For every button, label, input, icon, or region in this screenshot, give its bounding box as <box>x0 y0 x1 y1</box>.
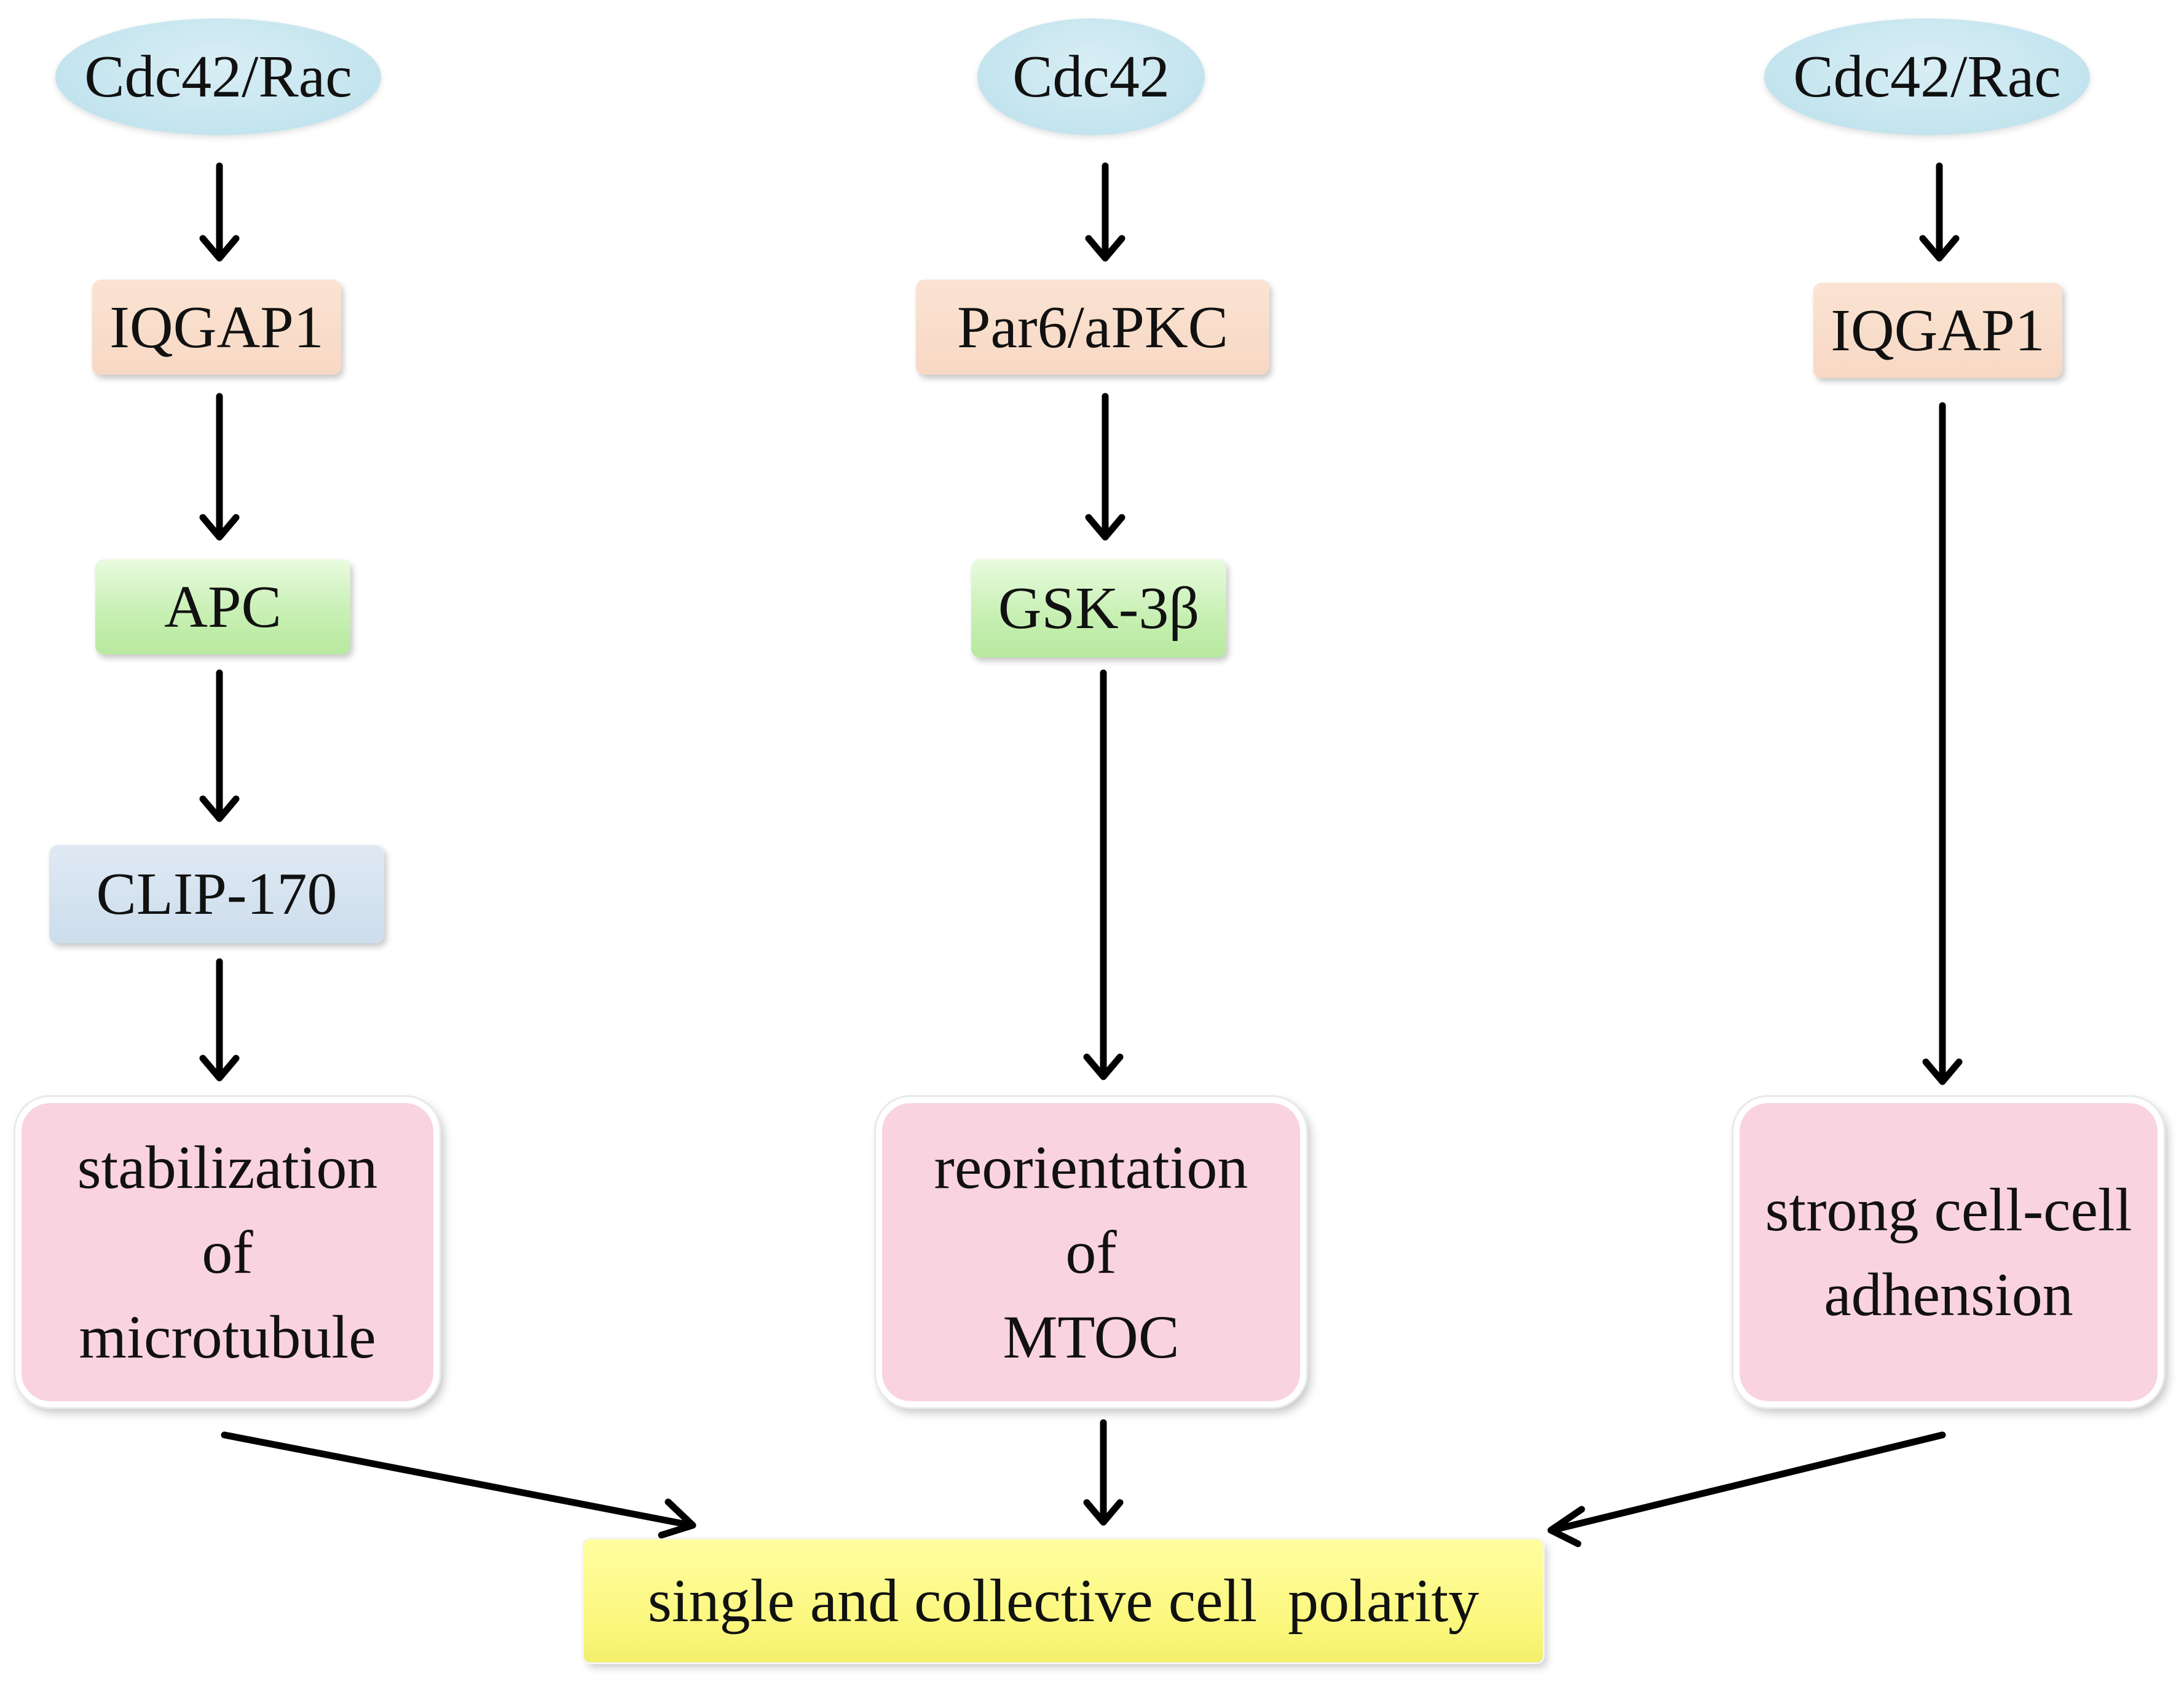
arrow-left-to-polarity <box>221 1431 696 1539</box>
arrow-left-3 <box>199 669 240 822</box>
left-cdc42-rac-node: Cdc42/Rac <box>55 18 381 135</box>
gsk-3beta-label: GSK-3β <box>998 575 1200 642</box>
adhesion-line-2: adhension <box>1824 1260 2073 1329</box>
arrow-mid-3 <box>1083 669 1124 1080</box>
apc-node: APC <box>95 559 350 654</box>
par6-apkc-label: Par6/aPKC <box>957 294 1228 361</box>
cell-polarity-label: single and collective cell polarity <box>647 1566 1480 1635</box>
arrow-left-2 <box>199 393 240 541</box>
arrow-right-to-polarity <box>1547 1431 1946 1547</box>
right-cdc42-rac-node: Cdc42/Rac <box>1764 18 2090 135</box>
mid-cdc42-label: Cdc42 <box>1012 44 1170 110</box>
reorientation-line-1: reorientation <box>934 1133 1248 1201</box>
apc-label: APC <box>164 573 282 640</box>
stabilization-line-1: stabilization <box>77 1133 378 1201</box>
reorientation-outcome-text: reorientation of MTOC <box>934 1125 1248 1380</box>
arrow-left-1 <box>199 162 240 262</box>
clip-170-label: CLIP-170 <box>96 861 337 927</box>
arrow-mid-2 <box>1085 393 1126 541</box>
right-iqgap1-node: IQGAP1 <box>1813 283 2062 378</box>
arrow-left-4 <box>199 958 240 1082</box>
left-cdc42-rac-label: Cdc42/Rac <box>84 44 352 110</box>
stabilization-line-3: microtubule <box>79 1302 376 1371</box>
cell-polarity-node: single and collective cell polarity <box>584 1539 1543 1662</box>
clip-170-node: CLIP-170 <box>49 845 384 943</box>
stabilization-line-2: of <box>202 1217 253 1286</box>
adhesion-outcome-node: strong cell-cell adhension <box>1733 1097 2164 1407</box>
mid-cdc42-node: Cdc42 <box>977 18 1205 135</box>
stabilization-outcome-text: stabilization of microtubule <box>77 1125 378 1380</box>
left-iqgap1-node: IQGAP1 <box>92 280 341 375</box>
arrow-right-2 <box>1922 402 1963 1085</box>
arrow-mid-to-polarity <box>1083 1419 1124 1526</box>
reorientation-line-3: MTOC <box>1003 1302 1180 1371</box>
par6-apkc-node: Par6/aPKC <box>916 280 1269 375</box>
left-iqgap1-label: IQGAP1 <box>109 294 324 361</box>
reorientation-outcome-node: reorientation of MTOC <box>876 1097 1306 1407</box>
arrow-mid-1 <box>1085 162 1126 262</box>
right-cdc42-rac-label: Cdc42/Rac <box>1793 44 2061 110</box>
adhesion-line-1: strong cell-cell <box>1765 1175 2132 1244</box>
adhesion-outcome-text: strong cell-cell adhension <box>1765 1168 2132 1337</box>
arrow-right-1 <box>1919 162 1960 262</box>
gsk-3beta-node: GSK-3β <box>971 559 1226 658</box>
right-iqgap1-label: IQGAP1 <box>1831 297 2045 364</box>
stabilization-outcome-node: stabilization of microtubule <box>15 1097 440 1407</box>
reorientation-line-2: of <box>1065 1217 1117 1286</box>
